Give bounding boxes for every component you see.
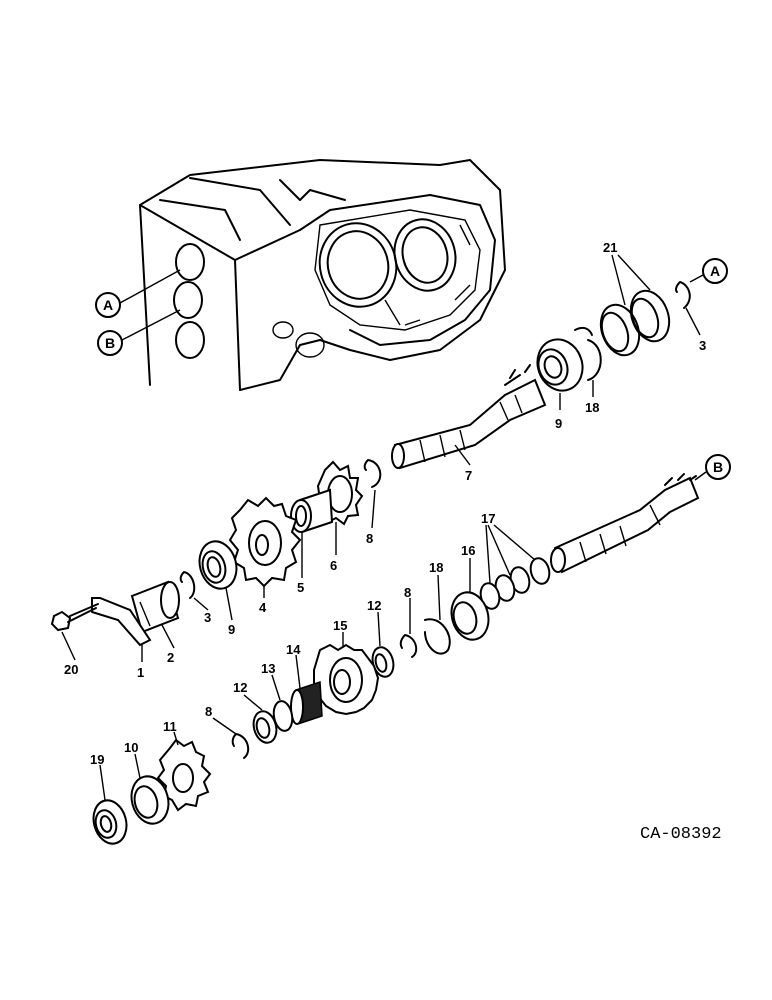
label-3-lower: 3 [204, 610, 211, 625]
label-10: 10 [124, 740, 138, 755]
label-1: 1 [137, 665, 144, 680]
label-19: 19 [90, 752, 104, 767]
label-18-lower: 18 [429, 560, 443, 575]
snap-ring-18-lower [424, 618, 451, 655]
label-11: 11 [163, 719, 177, 734]
washer-12-lower [252, 710, 278, 744]
snap-ring-18-upper [574, 326, 602, 381]
callout-a-housing: A [95, 269, 181, 318]
bearing-9-upper [536, 338, 584, 392]
snap-ring-8-upper [363, 459, 382, 488]
gear-11 [156, 738, 212, 812]
label-15: 15 [333, 618, 347, 633]
label-8-upper: 8 [366, 531, 373, 546]
label-12-upper: 12 [367, 598, 381, 613]
bearing-16 [450, 591, 490, 641]
label-18-upper: 18 [585, 400, 599, 415]
bearing-19 [92, 799, 128, 845]
label-21: 21 [603, 240, 617, 255]
drawing-code: CA-08392 [640, 825, 722, 844]
shims-17 [479, 557, 551, 610]
bushing-2 [130, 580, 180, 634]
label-2: 2 [167, 650, 174, 665]
needle-bearing-14 [290, 680, 323, 726]
label-8-mid: 8 [404, 585, 411, 600]
shaft-7 [391, 364, 547, 470]
part-labels: 21 3 18 9 7 8 6 5 4 9 3 2 1 20 17 16 18 … [64, 240, 706, 767]
output-shaft [550, 473, 700, 574]
gear-4 [228, 496, 302, 588]
snap-ring-3-lower [179, 571, 196, 599]
label-6: 6 [330, 558, 337, 573]
label-12-lower: 12 [233, 680, 247, 695]
washer-12-upper [371, 646, 395, 678]
leader-lines [61, 254, 701, 801]
label-7: 7 [465, 468, 472, 483]
seal-10 [130, 775, 170, 825]
callout-a-shaft: A [689, 258, 728, 284]
label-9-upper: 9 [555, 416, 562, 431]
bolt-20 [50, 603, 99, 632]
collar-13 [272, 700, 294, 732]
transmission-housing [139, 159, 506, 391]
svg-text:B: B [713, 459, 723, 475]
shims-21 [599, 289, 671, 357]
label-20: 20 [64, 662, 78, 677]
label-17: 17 [481, 511, 495, 526]
callout-b-housing: B [97, 309, 181, 356]
bearing-9-lower [198, 540, 238, 590]
label-16: 16 [461, 543, 475, 558]
snap-ring-8-lower [231, 733, 250, 759]
label-13: 13 [261, 661, 275, 676]
label-14: 14 [286, 642, 301, 657]
svg-text:B: B [105, 335, 115, 351]
gear-15 [313, 643, 380, 716]
snap-ring-8-mid [399, 634, 418, 658]
label-4: 4 [259, 600, 267, 615]
sleeve-5 [290, 488, 334, 534]
callout-b-shaft: B [694, 454, 731, 481]
label-8-lower: 8 [205, 704, 212, 719]
snap-ring-3-upper [675, 281, 691, 309]
svg-text:A: A [103, 297, 113, 313]
plate-1 [91, 597, 152, 647]
svg-text:A: A [710, 263, 720, 279]
label-5: 5 [297, 580, 304, 595]
label-9-lower: 9 [228, 622, 235, 637]
label-3-upper: 3 [699, 338, 706, 353]
